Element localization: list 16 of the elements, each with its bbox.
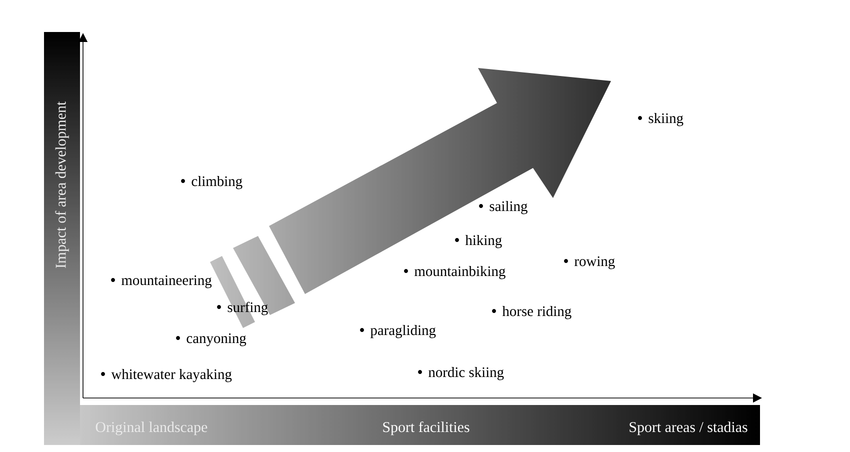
activity-label: nordic skiing (428, 366, 504, 380)
activity-label: mountaineering (122, 275, 212, 288)
activity-label: rowing (574, 256, 615, 270)
activity-label: sailing (490, 200, 528, 214)
activity-label: climbing (192, 176, 242, 190)
axis-label: Sport areas / stadias (630, 422, 748, 436)
activity-label: hiking (465, 234, 502, 248)
axis-label: Impact of area development (55, 101, 69, 268)
activity-label: whitewater kayaking (111, 368, 232, 382)
activity-label: surfing (228, 302, 268, 316)
activity-label: horse riding (502, 306, 572, 320)
axis-label: Sport facilities (383, 421, 470, 436)
activity-label: paragliding (370, 324, 436, 338)
activity-label: skiing (648, 112, 684, 126)
activity-label: mountainbiking (414, 266, 506, 280)
activity-label: canyoning (186, 333, 246, 346)
